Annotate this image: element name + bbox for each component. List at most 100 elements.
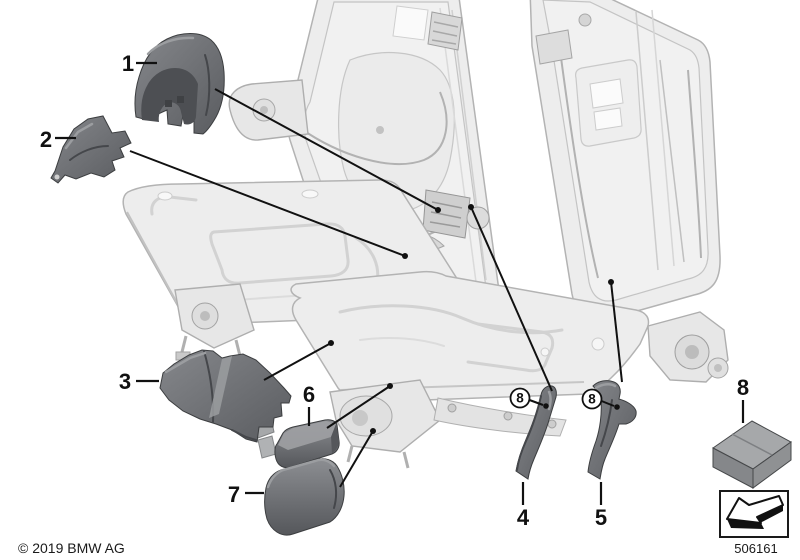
box-right-face bbox=[752, 441, 792, 489]
bolt bbox=[503, 411, 513, 421]
pan-front-edge bbox=[126, 211, 183, 313]
pan-hole bbox=[591, 337, 605, 351]
part-5-body[interactable] bbox=[587, 380, 637, 480]
part-3-lower-edge bbox=[231, 429, 257, 441]
leader-dot-part3 bbox=[328, 340, 334, 346]
rail-line bbox=[451, 9, 487, 281]
circled-8-right-tail bbox=[601, 400, 615, 407]
rail-line bbox=[635, 11, 659, 271]
callout-3-label[interactable]: 3 bbox=[119, 369, 131, 394]
part-1-crease bbox=[204, 54, 211, 116]
frame-bolt bbox=[578, 13, 592, 27]
leader-dot-part4 bbox=[468, 204, 474, 210]
callout-7[interactable]: 7 bbox=[228, 482, 264, 507]
frame-hole bbox=[376, 126, 384, 134]
rail-line bbox=[651, 9, 675, 267]
leader-part2 bbox=[129, 150, 406, 257]
callout-4[interactable]: 4 bbox=[517, 482, 530, 530]
leader-lines bbox=[129, 88, 623, 488]
callout-6-label[interactable]: 6 bbox=[303, 382, 315, 407]
callout-2-label[interactable]: 2 bbox=[40, 127, 52, 152]
part-3-body[interactable] bbox=[159, 349, 292, 443]
latch-pivot bbox=[466, 206, 490, 230]
box-seam bbox=[731, 433, 773, 456]
bolt bbox=[447, 403, 457, 413]
part-1-tab bbox=[177, 96, 184, 103]
rail-line bbox=[659, 59, 685, 263]
part-2-hole bbox=[54, 174, 60, 180]
leader-part7 bbox=[339, 430, 374, 488]
part-6-end-face bbox=[331, 424, 339, 453]
part-6-top-face bbox=[278, 421, 336, 450]
backrest-frame-right bbox=[529, 0, 721, 321]
part-1-tab bbox=[165, 100, 172, 107]
circled-8-right-dot bbox=[614, 404, 620, 410]
leader-dot-part1 bbox=[435, 207, 441, 213]
bolt bbox=[547, 419, 557, 429]
circled-8-left-label[interactable]: 8 bbox=[516, 391, 524, 406]
hinge-pivot-center bbox=[200, 311, 210, 321]
circled-8-right-label[interactable]: 8 bbox=[588, 392, 596, 407]
callout-1[interactable]: 1 bbox=[122, 51, 157, 76]
arrow-top-face bbox=[726, 495, 784, 524]
headrest-sleeve-opening bbox=[392, 5, 429, 41]
part-8-hardware-box[interactable] bbox=[712, 420, 792, 489]
part-1-highlight bbox=[146, 36, 195, 56]
callout-7-label[interactable]: 7 bbox=[228, 482, 240, 507]
bowden-cable-left-upper bbox=[299, 91, 448, 165]
arrow-bottom-face bbox=[727, 519, 764, 529]
cutout-window-upper bbox=[589, 78, 624, 109]
circled-callout-8-part4[interactable]: 8 bbox=[509, 387, 549, 409]
callout-5[interactable]: 5 bbox=[595, 482, 607, 530]
leader-part1 bbox=[214, 88, 439, 211]
part-7-corner-crease bbox=[329, 469, 338, 509]
hinge-block bbox=[535, 29, 573, 65]
circled-8-left-dot bbox=[543, 403, 549, 409]
circled-callout-8-part5[interactable]: 8 bbox=[581, 388, 620, 410]
circled-8-right-circle[interactable] bbox=[581, 388, 603, 410]
floor-latch-right bbox=[647, 311, 729, 383]
rail-line bbox=[439, 7, 477, 283]
part-7-pad[interactable] bbox=[264, 458, 345, 536]
callout-4-label[interactable]: 4 bbox=[517, 505, 530, 530]
part-3-ridge-band bbox=[209, 356, 232, 418]
frame-edge-cable bbox=[687, 69, 702, 259]
leader-part5 bbox=[610, 281, 623, 383]
cutout-window-lower bbox=[593, 107, 623, 131]
part-1-inner-opening bbox=[141, 68, 198, 125]
part-3-cover[interactable] bbox=[159, 349, 292, 443]
callout-1-label[interactable]: 1 bbox=[122, 51, 134, 76]
bracket-legs bbox=[346, 445, 410, 469]
seat-pan-right-outline bbox=[290, 270, 650, 403]
part-4-trim-strip[interactable] bbox=[515, 385, 557, 480]
leader-part4 bbox=[470, 206, 553, 392]
leader-dot-part2 bbox=[402, 253, 408, 259]
circled-8-left-circle[interactable] bbox=[509, 387, 531, 409]
part-7-body[interactable] bbox=[264, 458, 345, 536]
latch-gear-center bbox=[685, 345, 699, 359]
part-2-cover[interactable] bbox=[50, 115, 132, 184]
underseat-mechanism-left bbox=[174, 283, 255, 365]
leader-dot-part6 bbox=[387, 383, 393, 389]
pan-channel-u bbox=[466, 322, 555, 373]
pan-slot bbox=[157, 191, 173, 201]
callout-3[interactable]: 3 bbox=[119, 369, 159, 394]
pan-slot bbox=[301, 189, 319, 199]
callout-6[interactable]: 6 bbox=[303, 382, 315, 426]
part-7-highlight bbox=[266, 458, 336, 489]
callout-5-label[interactable]: 5 bbox=[595, 505, 607, 530]
callout-2[interactable]: 2 bbox=[40, 127, 76, 152]
leader-dot-part5 bbox=[608, 279, 614, 285]
copyright-notice: © 2019 BMW AG bbox=[18, 540, 125, 556]
part-1-cover[interactable] bbox=[134, 33, 225, 135]
part-2-highlight bbox=[64, 122, 94, 150]
pivot-bolt-center bbox=[260, 106, 268, 114]
latch-lever bbox=[257, 435, 277, 459]
callout-8[interactable]: 8 bbox=[737, 375, 749, 423]
callout-8-label[interactable]: 8 bbox=[737, 375, 749, 400]
hinge-legs bbox=[180, 335, 242, 357]
pan-channel bbox=[338, 304, 564, 335]
latch-roller-center bbox=[714, 364, 722, 372]
pan-channel-rect bbox=[209, 222, 350, 285]
